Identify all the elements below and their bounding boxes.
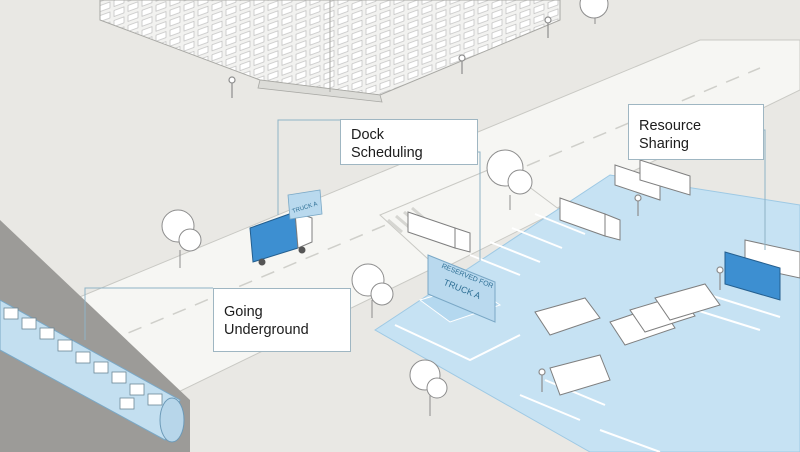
going-underground-callout: Going Underground	[213, 288, 351, 352]
dock-scheduling-callout: Dock Scheduling	[340, 119, 478, 165]
dock-scheduling-line1: Dock	[351, 126, 467, 144]
resource-sharing-line2: Sharing	[639, 135, 753, 153]
dock-scheduling-line2: Scheduling	[351, 144, 467, 162]
going-underground-line1: Going	[224, 303, 340, 321]
truck-a-tag: TRUCK A	[288, 190, 322, 219]
resource-sharing-line1: Resource	[639, 117, 753, 135]
resource-sharing-callout: Resource Sharing	[628, 104, 764, 160]
going-underground-line2: Underground	[224, 321, 340, 339]
